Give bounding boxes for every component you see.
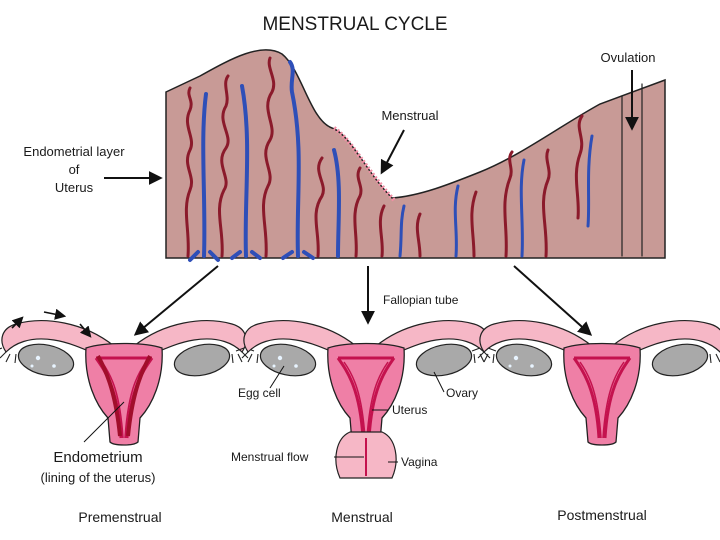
fallopian-tube-label: Fallopian tube (383, 293, 459, 307)
endometrium-label: Endometrium (53, 449, 142, 466)
postmenstrual-uterus-diagram (470, 319, 720, 447)
menstrual-caption: Menstrual (331, 509, 392, 525)
endometrial-layer-label-line2: of (69, 162, 80, 177)
menstrual-uterus-diagram (234, 319, 498, 479)
endometrium-sublabel: (lining of the uterus) (41, 470, 156, 485)
endometrial-layer-label-line3: Uterus (55, 180, 94, 195)
endometrium-cross-section: Endometrial layer of Uterus Menstrual Ov… (23, 49, 666, 262)
arrow-to-premenstrual (133, 265, 219, 336)
menstrual-phase-label: Menstrual (381, 108, 438, 123)
premenstrual-uterus-diagram (0, 308, 256, 447)
egg-cell-pointer (269, 365, 285, 389)
diagram-title: MENSTRUAL CYCLE (262, 14, 447, 35)
ovulation-label: Ovulation (601, 50, 656, 65)
postmenstrual-caption: Postmenstrual (557, 507, 646, 523)
arrow-to-postmenstrual (513, 265, 593, 336)
ovary-label: Ovary (446, 386, 478, 400)
menstrual-flow-label: Menstrual flow (231, 450, 309, 464)
egg-cell-label: Egg cell (238, 386, 281, 400)
vagina-label: Vagina (401, 455, 438, 469)
uterus-label: Uterus (392, 403, 427, 417)
endometrial-tissue (165, 49, 666, 259)
ovary-pointer (433, 371, 445, 393)
veins (188, 60, 594, 262)
endometrium-pointer (83, 401, 125, 443)
endometrial-layer-label-line1: Endometrial layer (23, 144, 125, 159)
premenstrual-caption: Premenstrual (78, 509, 161, 525)
spiral-arteries (184, 56, 643, 258)
menstrual-phase-arrow (380, 129, 405, 175)
